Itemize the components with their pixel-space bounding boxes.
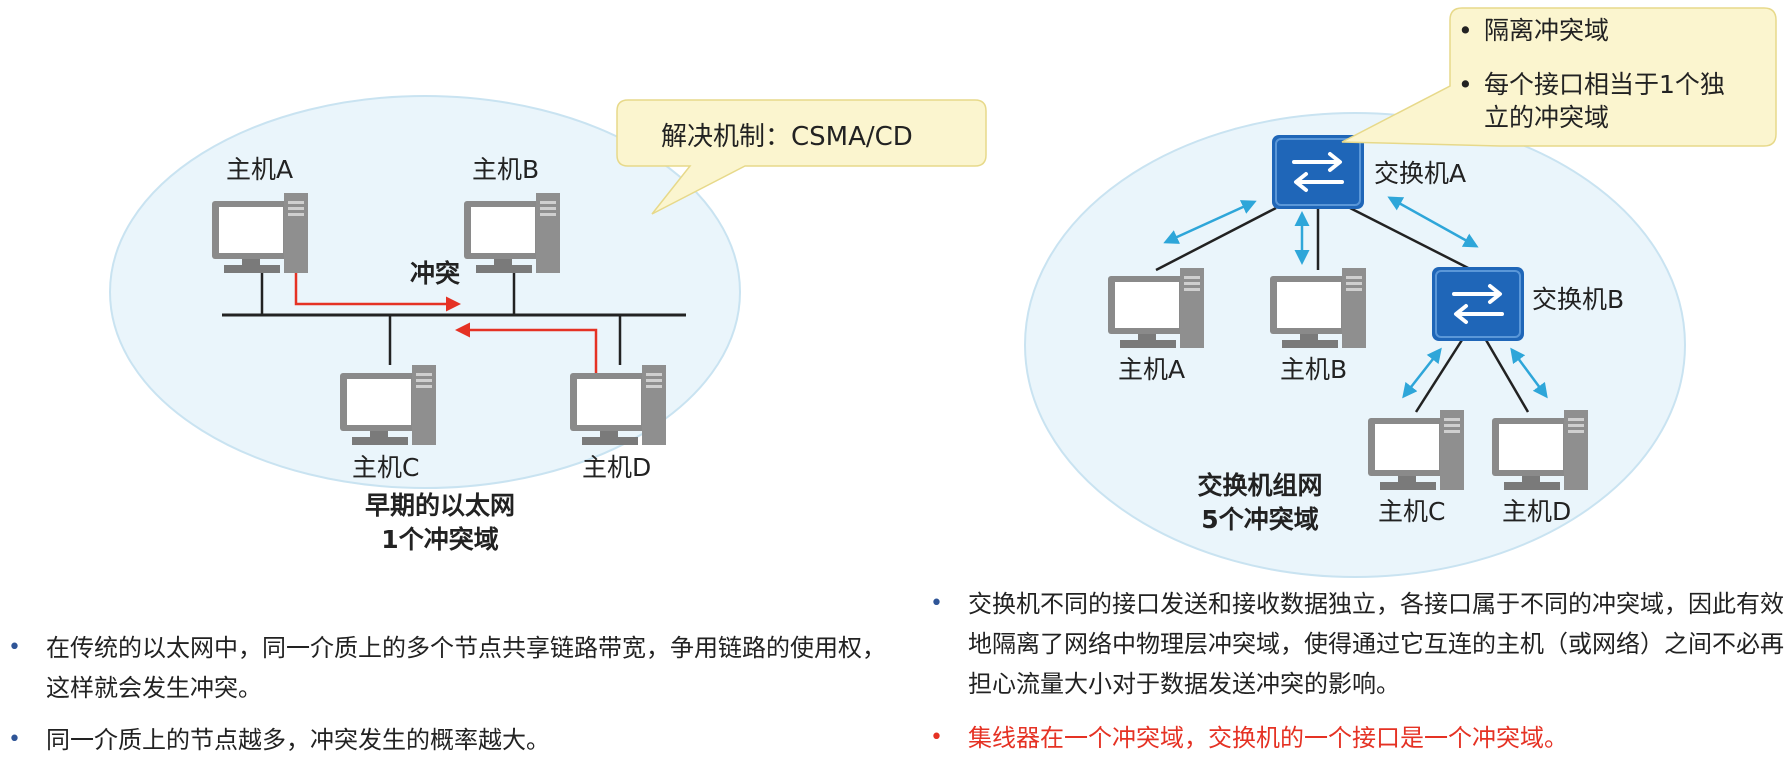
duplex-arrow — [1402, 347, 1442, 399]
right-host-a-label: 主机A — [1118, 355, 1186, 384]
left-host-c-label: 主机C — [352, 453, 420, 482]
conflict-arrow-a — [294, 265, 461, 312]
switch-a-label: 交换机A — [1374, 159, 1467, 188]
conflict-label: 冲突 — [410, 259, 461, 288]
right-callout-item: • 每个接口相当于1个独立的冲突域 — [1458, 70, 1725, 132]
duplex-arrow — [1510, 347, 1548, 399]
right-caption-line2: 5个冲突域 — [1201, 505, 1319, 534]
left-bullet: • 在传统的以太网中，同一介质上的多个节点共享链路带宽，争用链路的使用权，这样就… — [8, 628, 888, 708]
conflict-arrow-d — [455, 322, 598, 375]
left-caption-line2: 1个冲突域 — [381, 525, 499, 554]
left-callout-text: 解决机制：CSMA/CD — [661, 122, 913, 152]
bullet-dot: • — [1458, 16, 1473, 45]
bullet-dot: • — [930, 725, 943, 750]
duplex-arrow — [1163, 200, 1257, 244]
right-callout-bubble — [1341, 7, 1777, 147]
right-bullet: • 交换机不同的接口发送和接收数据独立，各接口属于不同的冲突域，因此有效地隔离了… — [930, 584, 1792, 704]
left-host-b-label: 主机B — [472, 155, 540, 184]
left-caption-line1: 早期的以太网 — [364, 491, 515, 520]
bullet-dot: • — [930, 591, 943, 616]
duplex-arrow — [1387, 196, 1479, 248]
right-host-c-label: 主机C — [1378, 497, 1446, 526]
left-bullet: • 同一介质上的节点越多，冲突发生的概率越大。 — [8, 720, 888, 760]
switch-a-icon — [1270, 133, 1366, 211]
right-callout-item: • 隔离冲突域 — [1458, 16, 1610, 45]
right-host-b-label: 主机B — [1280, 355, 1348, 384]
left-host-a-label: 主机A — [226, 155, 294, 184]
bullet-dot: • — [1458, 70, 1473, 99]
bullet-dot: • — [8, 635, 21, 660]
left-callout-bubble — [616, 99, 987, 215]
bullet-dot: • — [8, 727, 21, 752]
left-host-d-label: 主机D — [582, 453, 652, 482]
link-swb-pcd — [1484, 339, 1530, 413]
right-host-d-label: 主机D — [1502, 497, 1572, 526]
switch-b-label: 交换机B — [1532, 285, 1625, 314]
right-bullet-highlight: • 集线器在一个冲突域，交换机的一个接口是一个冲突域。 — [930, 718, 1792, 758]
right-caption-line1: 交换机组网 — [1197, 471, 1323, 500]
switch-b-icon — [1430, 265, 1526, 343]
